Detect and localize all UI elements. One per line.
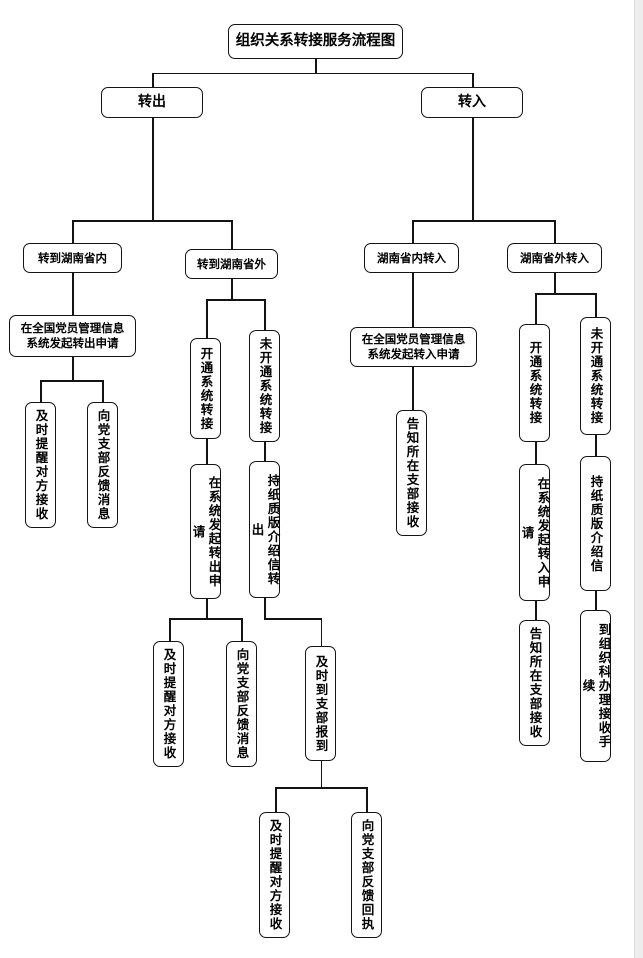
connector-fromoutside-to-sysopen xyxy=(535,293,537,325)
node-out-in-province[interactable]: 转到湖南省内 xyxy=(23,243,122,273)
connector-sysclosed-to-paper xyxy=(264,441,266,462)
node-out-sys-open[interactable]: 开通系统转接 xyxy=(190,338,221,439)
connector-paper-elbow xyxy=(264,618,323,620)
connector-in-bus xyxy=(412,220,555,222)
connector-outprov-stem xyxy=(231,278,233,300)
connector-inapply-to-notify xyxy=(412,366,414,411)
connector-outprov-to-sysclosed xyxy=(264,299,266,331)
connector-root-stem xyxy=(315,59,317,73)
node-out-report-branch[interactable]: 及时到支部报到 xyxy=(305,646,336,761)
node-transfer-in[interactable]: 转入 xyxy=(421,87,523,118)
connector-apply-stem xyxy=(72,356,74,381)
node-out-sys-closed[interactable]: 未开通系统转接 xyxy=(249,330,280,442)
node-out-sys-feedback[interactable]: 向党支部反馈消息 xyxy=(226,641,257,767)
connector-fromprov-to-apply xyxy=(412,272,414,328)
connector-insysclosed-to-paper xyxy=(595,434,597,457)
node-in-paper-handle[interactable]: 到组织科办理接收手续 xyxy=(580,610,612,762)
connector-report-bus xyxy=(275,787,368,789)
connector-out-bus xyxy=(72,220,233,222)
node-in-paper-letter[interactable]: 持纸质版介绍信 xyxy=(580,456,611,591)
node-out-report-remind[interactable]: 及时提醒对方接收 xyxy=(259,812,290,938)
node-out-paper-letter[interactable]: 持纸质版介绍信转出 xyxy=(249,461,281,598)
connector-apply-to-feedback xyxy=(102,380,104,403)
connector-report-stem xyxy=(320,760,323,788)
node-out-in-remind[interactable]: 及时提醒对方接收 xyxy=(25,402,56,528)
connector-in-to-from-outside xyxy=(554,220,556,243)
connector-inprov-to-apply xyxy=(72,272,74,315)
connector-in-stem xyxy=(472,117,474,221)
page-right-margin xyxy=(634,0,643,958)
connector-sysapply-to-remind xyxy=(169,618,171,642)
node-in-sys-notify[interactable]: 告知所在支部接收 xyxy=(519,620,550,746)
connector-root-to-out xyxy=(152,72,154,88)
connector-report-to-receipt xyxy=(366,787,368,813)
node-out-in-apply[interactable]: 在全国党员管理信息系统发起转出申请 xyxy=(9,315,136,357)
connector-fromoutside-bus xyxy=(535,293,597,295)
connector-paper-to-report xyxy=(320,618,323,647)
node-in-prov-apply[interactable]: 在全国党员管理信息系统发起转入申请 xyxy=(350,327,477,367)
connector-paper-stem xyxy=(264,597,266,619)
node-in-sys-closed[interactable]: 未开通系统转接 xyxy=(580,317,611,435)
connector-apply-to-remind xyxy=(40,380,42,403)
connector-outprov-to-sysopen xyxy=(206,299,208,339)
connector-sysopen-to-apply xyxy=(206,438,208,465)
connector-inpaper-to-handle xyxy=(595,590,597,611)
node-in-sys-apply[interactable]: 在系统发起转入申请 xyxy=(519,464,551,601)
connector-fromoutside-stem xyxy=(554,272,556,294)
node-root[interactable]: 组织关系转接服务流程图 xyxy=(228,24,403,59)
node-out-in-feedback[interactable]: 向党支部反馈消息 xyxy=(87,402,118,528)
connector-insysopen-to-apply xyxy=(535,441,537,465)
connector-apply-bus xyxy=(40,380,104,382)
node-out-sys-remind[interactable]: 及时提醒对方接收 xyxy=(153,641,184,767)
connector-sysapply-bus xyxy=(169,618,243,620)
connector-sysapply-to-feedback xyxy=(241,618,243,642)
node-transfer-out[interactable]: 转出 xyxy=(101,87,203,118)
connector-sysapply-stem xyxy=(206,598,208,619)
node-in-prov-notify[interactable]: 告知所在支部接收 xyxy=(396,410,427,536)
node-out-sys-apply[interactable]: 在系统发起转出申请 xyxy=(190,464,222,599)
connector-root-to-in xyxy=(472,72,474,88)
connector-root-bus xyxy=(152,72,474,75)
connector-fromoutside-to-sysclosed xyxy=(595,293,597,318)
connector-out-stem xyxy=(152,117,154,221)
node-out-report-receipt[interactable]: 向党支部反馈回执 xyxy=(351,812,382,938)
connector-report-to-remind xyxy=(275,787,277,813)
node-in-from-outside[interactable]: 湖南省外转入 xyxy=(507,243,602,273)
connector-in-to-from-province xyxy=(412,220,414,243)
node-in-from-province[interactable]: 湖南省内转入 xyxy=(364,243,459,273)
connector-insysapply-to-notify xyxy=(535,600,537,621)
node-in-sys-open[interactable]: 开通系统转接 xyxy=(519,324,550,442)
node-out-out-province[interactable]: 转到湖南省外 xyxy=(185,249,278,279)
connector-out-to-in-province xyxy=(72,220,74,243)
connector-out-to-out-province xyxy=(231,220,233,249)
connector-outprov-bus xyxy=(206,299,266,301)
